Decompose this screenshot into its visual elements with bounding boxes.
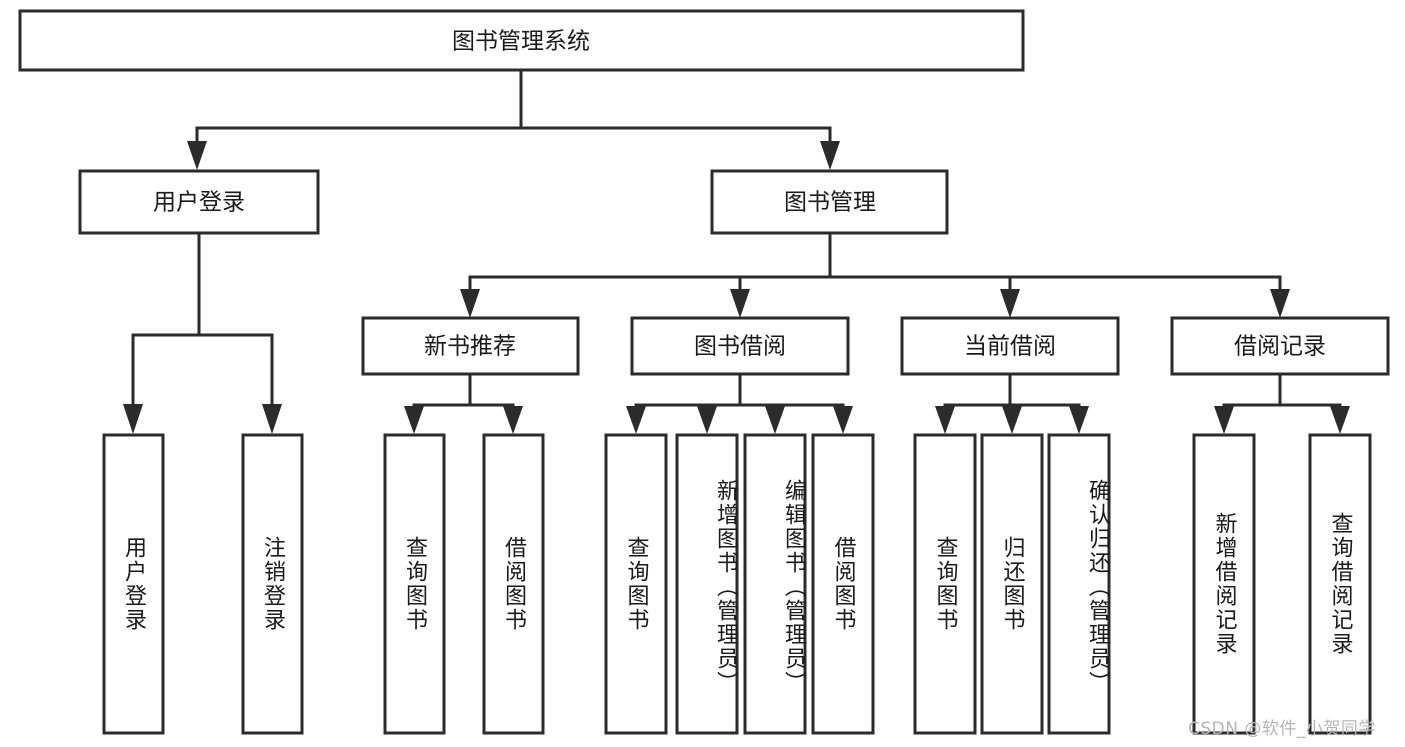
arrow-head-level3-4: [1270, 289, 1290, 318]
leaf-box-borrow-edit-book[interactable]: [743, 433, 807, 735]
arrow-head-level2-2: [820, 141, 840, 170]
arrow-head-current-leaf-3: [1069, 406, 1089, 434]
leaf-box-recommend-query-book[interactable]: [383, 433, 446, 735]
node-book-borrow[interactable]: 图书借阅: [630, 316, 850, 376]
node-label-book-management-system: 图书管理系统: [452, 29, 590, 55]
node-label-user-login: 用户登录: [153, 190, 245, 216]
leaf-box-recommend-borrow-book[interactable]: [482, 433, 545, 735]
arrow-head-current-leaf-2: [1002, 406, 1022, 434]
arrow-head-record-leaf-1: [1214, 406, 1234, 434]
leaf-box-current-confirm-return[interactable]: [1047, 433, 1111, 735]
leaf-box-borrow-query-book[interactable]: [604, 433, 668, 735]
node-book-management-system[interactable]: 图书管理系统: [18, 9, 1025, 72]
arrow-head-user-login-leaf-1: [123, 404, 143, 434]
arrow-head-record-leaf-2: [1330, 406, 1350, 434]
node-current-borrow[interactable]: 当前借阅: [900, 316, 1120, 376]
node-label-book-borrow: 图书借阅: [694, 334, 786, 360]
arrow-head-recommend-leaf-1: [404, 406, 424, 434]
node-new-book-recommend[interactable]: 新书推荐: [361, 316, 580, 376]
leaf-box-user-login[interactable]: [102, 433, 165, 735]
node-label-current-borrow: 当前借阅: [964, 334, 1056, 360]
arrow-head-borrow-leaf-2: [697, 406, 717, 434]
leaf-box-record-add[interactable]: [1192, 433, 1256, 735]
leaf-box-borrow-borrow-book[interactable]: [811, 433, 875, 735]
leaf-box-current-query-book[interactable]: [913, 433, 977, 735]
node-borrow-record[interactable]: 借阅记录: [1170, 316, 1390, 376]
node-box-borrow-record: [1170, 316, 1390, 376]
leaf-box-current-return-book[interactable]: [980, 433, 1044, 735]
node-label-book-management: 图书管理: [784, 190, 876, 216]
arrow-head-level2-1: [187, 141, 207, 170]
arrow-head-current-leaf-1: [935, 406, 955, 434]
leaf-box-record-query[interactable]: [1308, 433, 1372, 735]
node-label-new-book-recommend: 新书推荐: [424, 334, 516, 360]
node-box-current-borrow: [900, 316, 1120, 376]
node-box-book-management: [710, 169, 949, 235]
arrow-head-level3-1: [460, 289, 480, 318]
node-box-book-management-system: [18, 9, 1025, 72]
node-box-new-book-recommend: [361, 316, 580, 376]
leaf-box-logout[interactable]: [241, 433, 304, 735]
node-book-management[interactable]: 图书管理: [710, 169, 949, 235]
arrow-head-level3-2: [730, 289, 750, 318]
node-label-borrow-record: 借阅记录: [1234, 334, 1326, 360]
arrow-head-level3-3: [1000, 289, 1020, 318]
arrow-head-borrow-leaf-4: [833, 406, 853, 434]
arrow-head-recommend-leaf-2: [503, 406, 523, 434]
node-box-book-borrow: [630, 316, 850, 376]
arrow-head-borrow-leaf-3: [765, 406, 785, 434]
leaf-box-borrow-add-book[interactable]: [675, 433, 739, 735]
arrow-head-borrow-leaf-1: [626, 406, 646, 434]
node-user-login[interactable]: 用户登录: [78, 169, 320, 235]
arrow-head-user-login-leaf-2: [262, 404, 282, 434]
csdn-watermark: CSDN @软件_小贺同学: [1188, 719, 1376, 739]
